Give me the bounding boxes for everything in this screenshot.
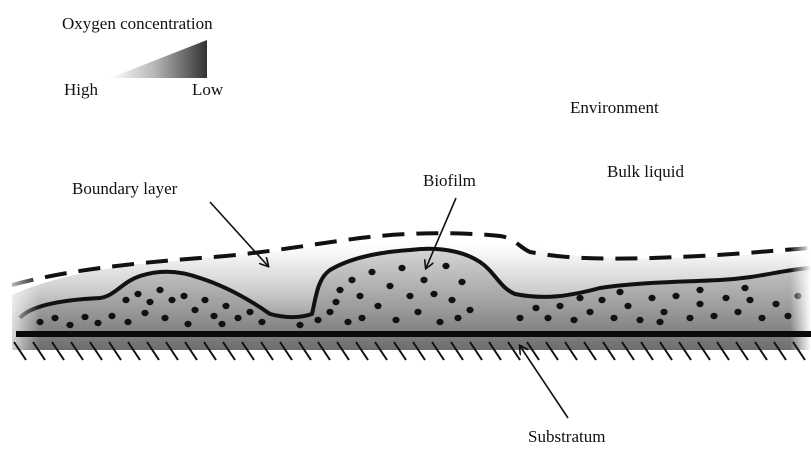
legend-low-label: Low xyxy=(192,81,223,98)
cell-dot xyxy=(448,297,455,303)
cell-dot xyxy=(218,321,225,327)
cell-dot xyxy=(161,315,168,321)
cell-dot xyxy=(314,317,321,323)
cell-dot xyxy=(466,307,473,313)
cell-dot xyxy=(180,293,187,299)
cell-dot xyxy=(624,303,631,309)
cell-dot xyxy=(122,297,129,303)
cell-dot xyxy=(516,315,523,321)
cell-dot xyxy=(406,293,413,299)
cell-dot xyxy=(636,317,643,323)
cell-dot xyxy=(586,309,593,315)
cell-dot xyxy=(348,277,355,283)
legend-high-label: High xyxy=(64,81,98,98)
cell-dot xyxy=(51,315,58,321)
boundary-layer-label: Boundary layer xyxy=(72,180,177,197)
cell-dot xyxy=(758,315,765,321)
cell-dot xyxy=(296,322,303,328)
cell-dot xyxy=(184,321,191,327)
cell-dot xyxy=(696,301,703,307)
environment-label: Environment xyxy=(570,99,659,116)
cell-dot xyxy=(134,291,141,297)
cell-dot xyxy=(124,319,131,325)
cell-dot xyxy=(420,277,427,283)
cell-dot xyxy=(234,315,241,321)
cell-dot xyxy=(442,263,449,269)
cell-dot xyxy=(210,313,217,319)
cell-dot xyxy=(734,309,741,315)
cell-dot xyxy=(710,313,717,319)
cell-dot xyxy=(191,307,198,313)
cell-dot xyxy=(368,269,375,275)
cell-dot xyxy=(258,319,265,325)
cell-dot xyxy=(458,279,465,285)
cell-dot xyxy=(386,283,393,289)
cell-dot xyxy=(398,265,405,271)
substratum-arrow xyxy=(520,346,568,418)
cell-dot xyxy=(686,315,693,321)
cell-dot xyxy=(246,309,253,315)
cell-dot xyxy=(414,309,421,315)
cell-dot xyxy=(722,295,729,301)
cell-dot xyxy=(656,319,663,325)
cell-dot xyxy=(392,317,399,323)
right-edge-fade xyxy=(790,230,811,360)
cell-dot xyxy=(544,315,551,321)
cell-dot xyxy=(672,293,679,299)
cell-dot xyxy=(660,309,667,315)
cell-dot xyxy=(598,297,605,303)
cell-dot xyxy=(556,303,563,309)
cell-dot xyxy=(696,287,703,293)
cell-dot xyxy=(66,322,73,328)
cell-dot xyxy=(576,295,583,301)
cell-dot xyxy=(454,315,461,321)
cell-dot xyxy=(336,287,343,293)
oxygen-gradient-wedge xyxy=(110,40,207,78)
cell-dot xyxy=(430,291,437,297)
cell-dot xyxy=(108,313,115,319)
cell-dot xyxy=(436,319,443,325)
cell-dot xyxy=(741,285,748,291)
biofilm-label: Biofilm xyxy=(423,172,476,189)
cell-dot xyxy=(648,295,655,301)
cell-dot xyxy=(358,315,365,321)
cell-dot xyxy=(570,317,577,323)
legend-title: Oxygen concentration xyxy=(62,15,213,32)
cell-dot xyxy=(94,320,101,326)
cell-dot xyxy=(610,315,617,321)
cell-dot xyxy=(746,297,753,303)
cell-dot xyxy=(141,310,148,316)
cell-dot xyxy=(332,299,339,305)
substratum-label: Substratum xyxy=(528,428,605,445)
cell-dot xyxy=(772,301,779,307)
cell-dot xyxy=(356,293,363,299)
left-edge-fade xyxy=(0,230,40,360)
cell-dot xyxy=(616,289,623,295)
cell-dot xyxy=(146,299,153,305)
bulk-liquid-label: Bulk liquid xyxy=(607,163,684,180)
cell-dot xyxy=(326,309,333,315)
cell-dot xyxy=(222,303,229,309)
cell-dot xyxy=(81,314,88,320)
cell-dot xyxy=(374,303,381,309)
cell-dot xyxy=(156,287,163,293)
cell-dot xyxy=(201,297,208,303)
cell-dot xyxy=(168,297,175,303)
cell-dot xyxy=(532,305,539,311)
cell-dot xyxy=(344,319,351,325)
